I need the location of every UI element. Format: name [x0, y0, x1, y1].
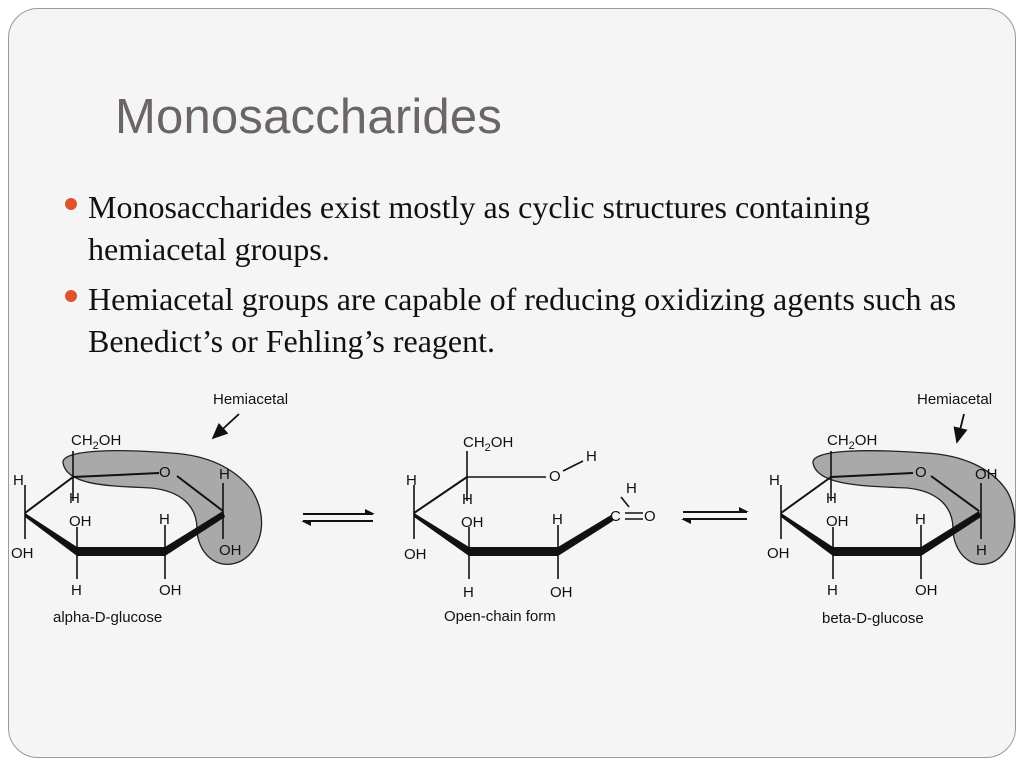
atom-label: OH: [219, 542, 242, 559]
alpha-glucose-structure: [24, 450, 263, 579]
hemiacetal-highlight: [812, 450, 1015, 565]
bullet-dot-icon: [65, 198, 77, 210]
open-chain-structure: [413, 451, 643, 579]
bullet-text: Hemiacetal groups are capable of reducin…: [88, 281, 957, 359]
atom-label: H: [827, 582, 838, 599]
atom-label: H: [463, 584, 474, 601]
atom-label: OH: [826, 513, 849, 530]
hemiacetal-label-left: Hemiacetal: [213, 391, 288, 408]
bullet-text: Monosaccharides exist mostly as cyclic s…: [88, 189, 871, 267]
atom-label: O: [549, 468, 561, 485]
atom-label: OH: [69, 513, 92, 530]
atom-label: OH: [11, 545, 34, 562]
atom-label: H: [586, 448, 597, 465]
equilibrium-arrow-icon: [681, 507, 749, 524]
atom-label: H: [552, 511, 563, 528]
atom-label: H: [69, 490, 80, 507]
atom-label: H: [406, 472, 417, 489]
hemiacetal-highlight: [62, 450, 263, 565]
slide-title: Monosaccharides: [115, 90, 503, 144]
atom-label: OH: [461, 514, 484, 531]
atom-label: H: [13, 472, 24, 489]
atom-label: H: [71, 582, 82, 599]
open-chain-label: Open-chain form: [444, 608, 556, 625]
ch2oh-label: CH2OH: [71, 432, 121, 452]
atom-label: H: [462, 491, 473, 508]
bullet-item: Monosaccharides exist mostly as cyclic s…: [63, 186, 983, 270]
slide: Monosaccharides Monosaccharides exist mo…: [8, 8, 1016, 758]
hemiacetal-arrow-right: [953, 413, 968, 444]
atom-label: C: [610, 508, 621, 525]
atom-label: OH: [404, 546, 427, 563]
alpha-glucose-label: alpha-D-glucose: [53, 609, 162, 626]
atom-label: OH: [975, 466, 998, 483]
bullet-dot-icon: [65, 290, 77, 302]
atom-label: H: [626, 480, 637, 497]
beta-glucose-structure: [780, 450, 1015, 579]
atom-label: H: [915, 511, 926, 528]
atom-label: H: [159, 511, 170, 528]
equilibrium-arrow-icon: [301, 509, 375, 526]
ch2oh-label: CH2OH: [463, 434, 513, 454]
atom-label: H: [976, 542, 987, 559]
atom-label: O: [915, 464, 927, 481]
atom-label: OH: [767, 545, 790, 562]
atom-label: OH: [915, 582, 938, 599]
glucose-diagram: CH2OH O H H H OH H OH OH H OH alpha-D-gl…: [11, 391, 1015, 627]
beta-glucose-label: beta-D-glucose: [822, 610, 924, 627]
atom-label: OH: [159, 582, 182, 599]
bullet-item: Hemiacetal groups are capable of reducin…: [63, 278, 983, 362]
atom-label: H: [826, 490, 837, 507]
ch2oh-label: CH2OH: [827, 432, 877, 452]
hemiacetal-arrow-left: [211, 413, 240, 440]
atom-label: O: [644, 508, 656, 525]
hemiacetal-label-right: Hemiacetal: [917, 391, 992, 408]
atom-label: OH: [550, 584, 573, 601]
atom-label: H: [769, 472, 780, 489]
atom-label: O: [159, 464, 171, 481]
atom-label: H: [219, 466, 230, 483]
bullet-list: Monosaccharides exist mostly as cyclic s…: [63, 186, 983, 370]
